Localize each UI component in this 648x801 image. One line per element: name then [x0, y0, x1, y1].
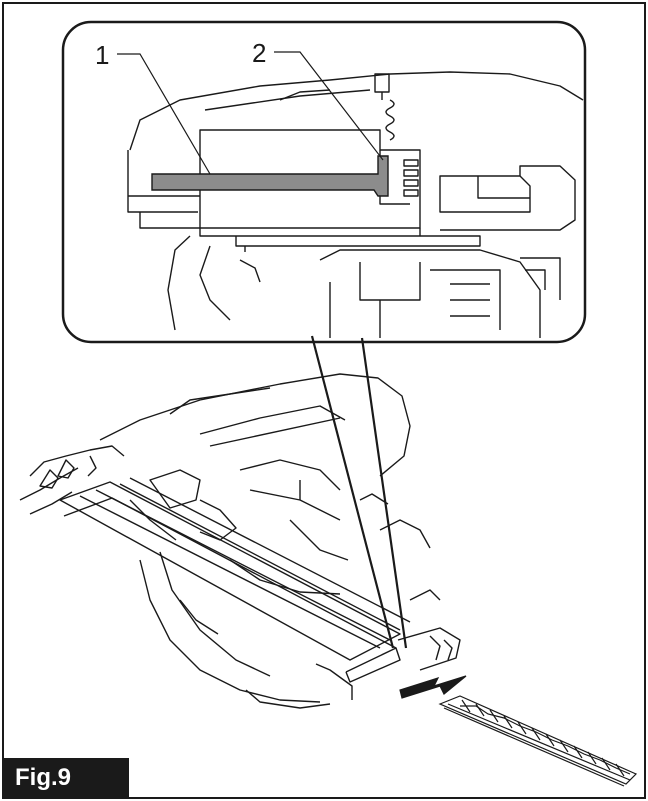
- callout-leader-2: [274, 51, 384, 161]
- inset-magazine-drawing: [127, 71, 584, 338]
- callout-leader-1: [117, 53, 211, 175]
- zoom-wedge: [310, 335, 408, 649]
- insertion-arrow: [399, 675, 467, 699]
- nailer-tool-drawing: [19, 373, 461, 709]
- callout-number-1: 1: [95, 40, 109, 70]
- detail-inset: [61, 20, 587, 344]
- highlighted-pusher-bar: [151, 155, 389, 197]
- figure-label: Fig.9: [3, 758, 129, 798]
- nail-strip: [438, 695, 638, 787]
- callout-number-2: 2: [252, 38, 266, 68]
